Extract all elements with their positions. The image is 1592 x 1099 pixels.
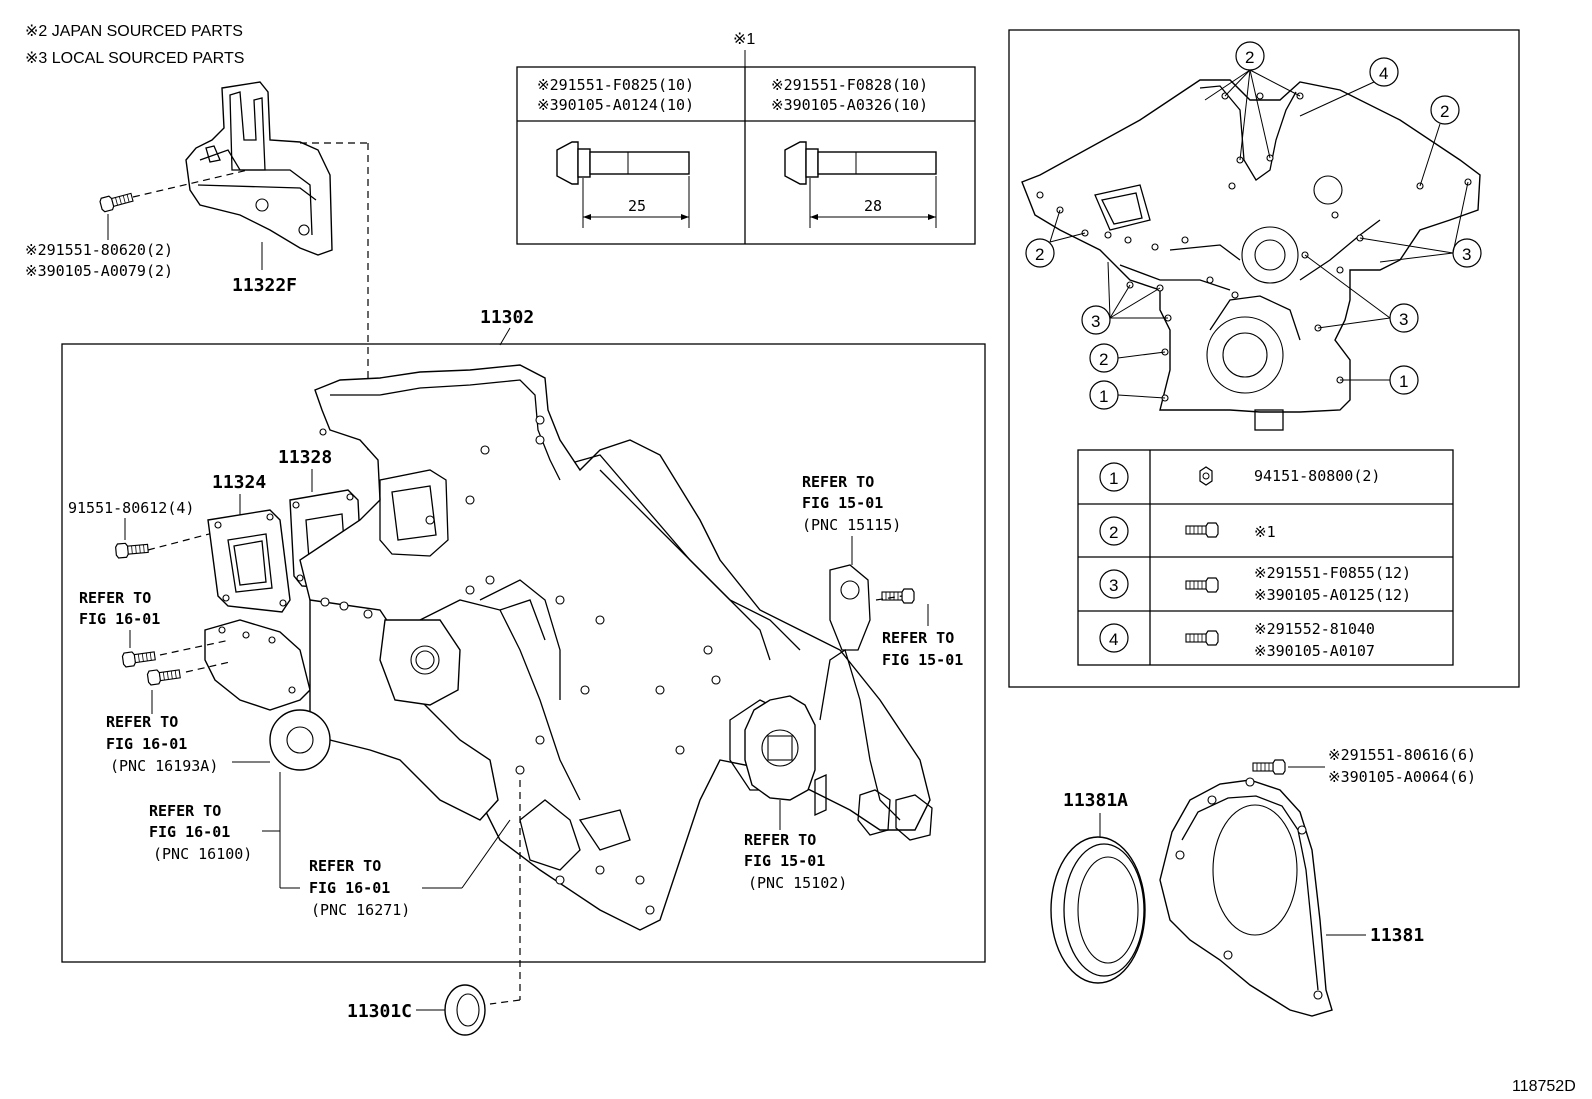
chart-row2-part: ※1 — [1254, 523, 1276, 541]
flange-bolt-icon — [1185, 522, 1219, 538]
ref-fig-16-01-a: REFER TO FIG 16-01 — [79, 589, 160, 628]
svg-text:REFER TO: REFER TO — [106, 713, 178, 731]
gasket-11324-label: 11324 — [212, 472, 266, 493]
figure-id: 118752D — [1512, 1078, 1576, 1095]
ref-fig-15-01-pnc-15115: REFER TO FIG 15-01 (PNC 15115) — [802, 473, 901, 534]
flange-nut-icon — [1199, 466, 1213, 486]
bracket-11322f-drawing — [185, 81, 333, 256]
retainer-japan-bolt: ※291551-80616(6) — [1328, 746, 1476, 764]
svg-text:REFER TO: REFER TO — [802, 473, 874, 491]
rear-seal-drawing — [1050, 836, 1146, 984]
svg-text:(PNC 16271): (PNC 16271) — [311, 901, 410, 919]
svg-text:REFER TO: REFER TO — [882, 629, 954, 647]
bolt-location-panel — [1008, 29, 1520, 688]
svg-text:REFER TO: REFER TO — [149, 802, 221, 820]
chart-row4-mark: 4 — [1109, 630, 1118, 649]
chart-row4-local-part: ※390105-A0107 — [1254, 642, 1375, 660]
svg-text:4: 4 — [1379, 64, 1388, 83]
svg-text:FIG 15-01: FIG 15-01 — [802, 494, 883, 512]
rear-seal-label: 11381A — [1063, 790, 1128, 811]
svg-text:1: 1 — [1099, 387, 1108, 406]
water-pump-drawing — [204, 597, 499, 821]
location-leader-lines — [1049, 69, 1469, 399]
svg-text:FIG 16-01: FIG 16-01 — [106, 735, 187, 753]
cover-assembly-box — [61, 343, 986, 963]
spec-left-local-bolt: ※390105-A0124(10) — [537, 96, 694, 114]
chart-row3-local-part: ※390105-A0125(12) — [1254, 586, 1411, 604]
gasket-11328-label: 11328 — [278, 447, 332, 468]
chart-row1-mark: 1 — [1109, 469, 1118, 488]
location-callouts: 2 4 2 2 3 3 3 2 1 1 — [1025, 41, 1482, 410]
bolt-spec-table: ※1 ※291551-F0825(10) ※390105-A0124(10) ※… — [516, 31, 976, 245]
cover-box-label: 11302 — [480, 307, 534, 328]
oil-pump-rotor-drawing — [744, 695, 816, 801]
gasket-bolt-label: 91551-80612(4) — [68, 499, 194, 517]
chart-row1-part: 94151-80800(2) — [1254, 467, 1380, 485]
spec-right-length: 28 — [864, 197, 882, 215]
chart-row2-mark: 2 — [1109, 523, 1118, 542]
spec-left-japan-bolt: ※291551-F0825(10) — [537, 76, 694, 94]
legend-local-sourced: ※3 LOCAL SOURCED PARTS — [25, 50, 244, 67]
flange-bolt-25-drawing — [556, 141, 690, 228]
flange-bolt-icon — [1185, 630, 1219, 646]
bracket-local-bolt: ※390105-A0079(2) — [25, 262, 173, 280]
svg-text:2: 2 — [1099, 350, 1108, 369]
ref-fig-15-01-b: REFER TO FIG 15-01 — [882, 629, 963, 669]
svg-text:3: 3 — [1091, 312, 1100, 331]
cover-bolt-location-drawing — [1021, 79, 1481, 431]
svg-text:3: 3 — [1399, 310, 1408, 329]
svg-text:(PNC 15115): (PNC 15115) — [802, 516, 901, 534]
spec-right-local-bolt: ※390105-A0326(10) — [771, 96, 928, 114]
svg-text:2: 2 — [1035, 245, 1044, 264]
front-seal-drawing — [444, 984, 486, 1036]
spec-left-length: 25 — [628, 197, 646, 215]
svg-text:REFER TO: REFER TO — [309, 857, 381, 875]
bolt-spec-table-title: ※1 — [733, 31, 755, 48]
retainer-label: 11381 — [1370, 925, 1424, 946]
svg-text:REFER TO: REFER TO — [79, 589, 151, 607]
svg-text:FIG 16-01: FIG 16-01 — [149, 823, 230, 841]
seal-retainer-drawing — [1159, 777, 1333, 1017]
svg-text:(PNC 16193A): (PNC 16193A) — [110, 757, 218, 775]
svg-text:FIG 16-01: FIG 16-01 — [309, 879, 390, 897]
front-seal-label: 11301C — [347, 1001, 412, 1022]
spec-right-japan-bolt: ※291551-F0828(10) — [771, 76, 928, 94]
bracket-part-number: 11322F — [232, 275, 297, 296]
flange-bolt-28-drawing — [784, 141, 937, 228]
timing-cover-drawing — [299, 364, 933, 931]
ref-fig-16-01-pnc-16100: REFER TO FIG 16-01 (PNC 16100) — [149, 802, 252, 863]
legend-japan-sourced: ※2 JAPAN SOURCED PARTS — [25, 23, 243, 40]
chart-row4-japan-part: ※291552-81040 — [1254, 620, 1375, 638]
svg-text:3: 3 — [1462, 245, 1471, 264]
chart-row3-japan-part: ※291551-F0855(12) — [1254, 564, 1411, 582]
svg-text:FIG 15-01: FIG 15-01 — [882, 651, 963, 669]
svg-text:FIG 16-01: FIG 16-01 — [79, 610, 160, 628]
bolt-chart-table: 1 2 3 4 94151-80800(2) ※1 ※291551-F0855(… — [1077, 449, 1454, 666]
bracket-japan-bolt: ※291551-80620(2) — [25, 241, 173, 259]
svg-text:2: 2 — [1440, 102, 1449, 121]
chart-row3-mark: 3 — [1109, 576, 1118, 595]
ref-fig-16-01-pnc-16271: REFER TO FIG 16-01 (PNC 16271) — [309, 857, 410, 919]
svg-text:REFER TO: REFER TO — [744, 831, 816, 849]
svg-text:FIG 15-01: FIG 15-01 — [744, 852, 825, 870]
retainer-local-bolt: ※390105-A0064(6) — [1328, 768, 1476, 786]
svg-text:(PNC 15102): (PNC 15102) — [748, 874, 847, 892]
flange-bolt-icon — [1185, 577, 1219, 593]
gasket-11324-drawing — [207, 509, 291, 613]
svg-text:(PNC 16100): (PNC 16100) — [153, 845, 252, 863]
ref-fig-15-01-pnc-15102: REFER TO FIG 15-01 (PNC 15102) — [744, 831, 847, 892]
ref-fig-16-01-pnc-16193a: REFER TO FIG 16-01 (PNC 16193A) — [106, 713, 218, 775]
svg-text:2: 2 — [1245, 48, 1254, 67]
svg-text:1: 1 — [1399, 372, 1408, 391]
